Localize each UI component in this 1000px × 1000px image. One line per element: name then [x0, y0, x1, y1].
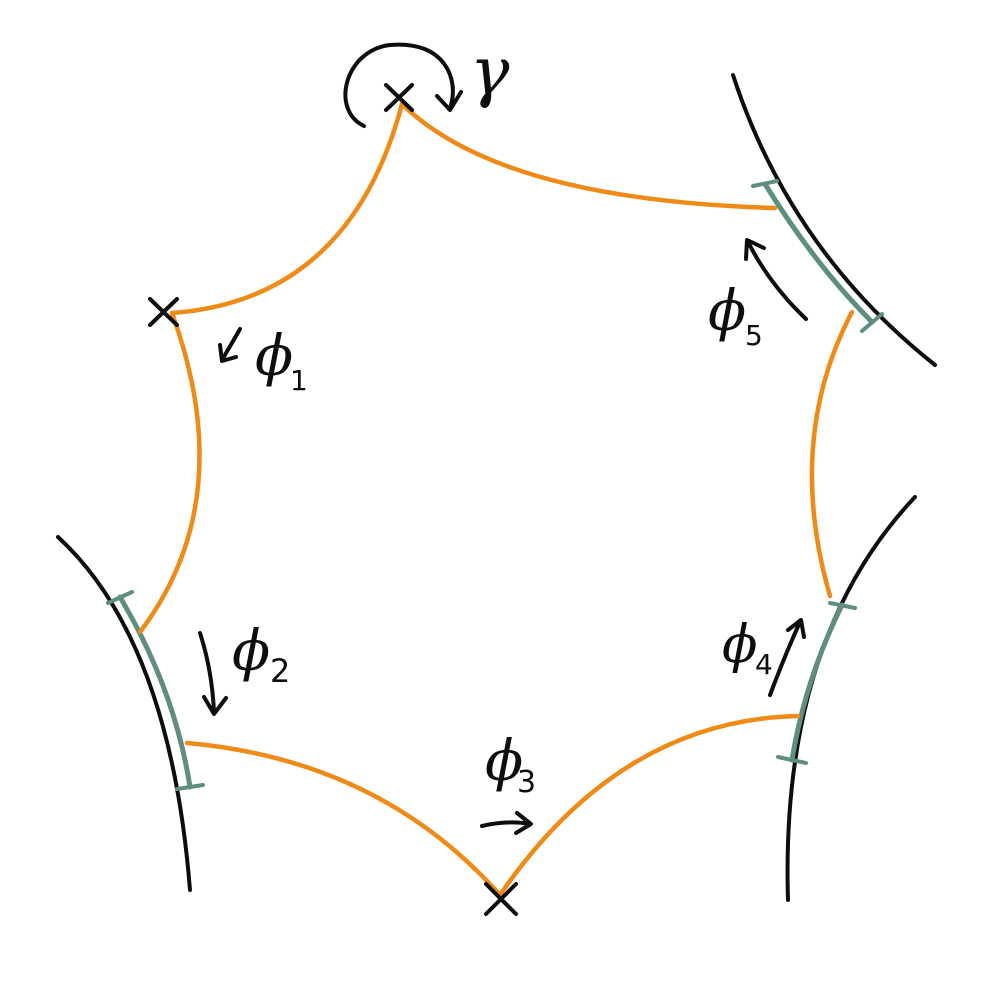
phi3-arrow [480, 811, 533, 835]
cross-marker-bottom [484, 882, 518, 916]
boundary-curve-left [56, 535, 192, 892]
tick-mark [106, 590, 134, 605]
tick-mark [828, 601, 857, 610]
tick-mark [776, 755, 808, 765]
phi1-subscript: 1 [290, 364, 308, 397]
phi5-arrow [744, 238, 808, 321]
phi3-subscript: 3 [517, 765, 536, 800]
boundary-curve-upper-right [731, 73, 937, 367]
arc-top-to-upper-right [399, 101, 778, 211]
tick-mark [175, 783, 205, 791]
teal-segment-left [117, 594, 193, 790]
phi4-label: ϕ [722, 615, 757, 675]
arc-right-to-lower-right [497, 713, 801, 898]
tick-mark [751, 179, 779, 188]
cross-marker-left [148, 297, 179, 327]
arc-bottom-to-lower-left [184, 740, 503, 898]
teal-segment-upper-right [762, 181, 875, 325]
phi4-arrow [768, 618, 806, 697]
gamma-label: γ [470, 33, 510, 110]
phi1-arrow [218, 327, 242, 363]
tick-mark [860, 312, 884, 333]
arc-upper-left-to-top [169, 101, 405, 316]
phi4-subscript: 4 [755, 648, 773, 681]
arc-left-to-upper-left [137, 310, 202, 635]
arc-upper-right-to-right [809, 309, 855, 599]
cross-marker-top [384, 83, 414, 112]
phi2-subscript: 2 [270, 652, 290, 690]
phi2-label: ϕ [232, 619, 270, 684]
phi5-label: ϕ [708, 279, 746, 344]
teal-segment-lower-right [789, 602, 845, 763]
phi5-subscript: 5 [745, 319, 763, 352]
phi2-arrow [198, 631, 228, 716]
phi3-label: ϕ [485, 729, 523, 794]
phi1-label: ϕ [255, 324, 293, 389]
gamma-loop-arrow [343, 42, 463, 128]
